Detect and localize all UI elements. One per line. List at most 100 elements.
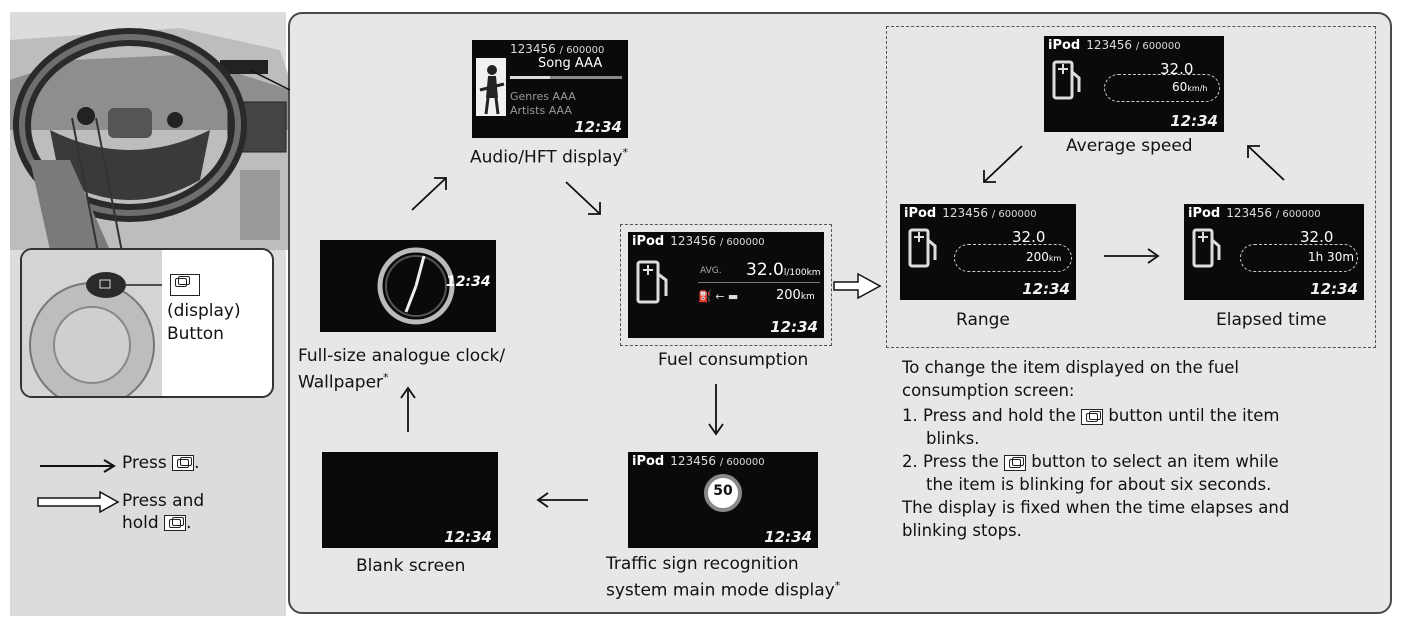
instructions-intro-1: To change the item displayed on the fuel: [902, 358, 1240, 377]
step1-text-a: 1. Press and hold the: [902, 406, 1076, 425]
fuel-pump-icon: [1192, 228, 1221, 268]
steering-switch-illustration: [22, 250, 162, 396]
step1-text-b: button until the item: [1108, 406, 1280, 425]
elapsed-time-label: Elapsed time: [1216, 310, 1327, 330]
dashboard-illustration: [10, 28, 290, 253]
source-name: iPod: [632, 234, 665, 249]
display-button-icon: [164, 515, 187, 531]
track-number: 123456: [670, 454, 717, 468]
footnote-marker: *: [834, 579, 841, 592]
button-label-line2: Button: [167, 324, 224, 344]
track-number: 123456: [670, 234, 717, 248]
range-value: 200: [1026, 250, 1049, 264]
legend-press-hold-label2: hold: [122, 513, 159, 533]
blink-highlight: [1104, 74, 1220, 102]
track-total: / 600000: [719, 457, 765, 468]
audio-hft-screen: 123456 / 600000 Song AAA Genres AAA Arti…: [472, 40, 628, 138]
track-number: 123456: [510, 42, 556, 56]
elapsed-value: 1h 30m: [1308, 250, 1355, 264]
traffic-sign-label-line1: Traffic sign recognition: [606, 554, 799, 574]
clock-time: 12:34: [1310, 280, 1358, 298]
blink-highlight: [954, 244, 1072, 272]
track-number: 123456: [942, 206, 989, 220]
guitarist-artwork: [476, 58, 506, 116]
clock-time: 12:34: [1022, 280, 1070, 298]
fuel-consumption-value: 32.0: [746, 260, 784, 280]
track-number: 123456: [1086, 38, 1133, 52]
display-button-icon: [172, 455, 195, 471]
track-total: / 600000: [559, 45, 605, 56]
source-name: iPod: [1188, 206, 1221, 221]
instructions-intro-2: consumption screen:: [902, 381, 1075, 400]
press-hold-arrow-icon: [37, 490, 120, 514]
range-unit: km: [800, 292, 815, 302]
traffic-sign-label-line2: system main mode display: [606, 580, 835, 601]
press-hold-flow-arrow: [833, 272, 882, 300]
display-button-icon: [1081, 408, 1104, 425]
fuel-pump-icon: [1052, 60, 1081, 100]
speed-limit-value: 50: [713, 483, 733, 499]
step2-text-a: 2. Press the: [902, 452, 999, 471]
fuel-pump-icon: [636, 260, 668, 304]
clock-time: 12:34: [444, 528, 492, 546]
legend-press-hold-label1: Press and: [122, 491, 205, 511]
traffic-sign-screen: iPod 123456 / 600000 50 12:34: [628, 452, 818, 548]
legend-press-label: Press: [122, 453, 167, 473]
track-total: / 600000: [991, 209, 1037, 220]
fuel-consumption-unit: l/100km: [783, 268, 821, 278]
instructions-outro-2: blinking stops.: [902, 521, 1022, 540]
step1-text-c: blinks.: [926, 429, 980, 448]
speed-limit-sign: [704, 474, 742, 512]
fuel-screen-frame: [620, 224, 832, 346]
blink-highlight: [1240, 244, 1358, 272]
range-car-icon: ⛽ ← ▬: [698, 290, 739, 303]
range-unit: km: [1048, 254, 1062, 263]
clock-time: 12:34: [770, 318, 818, 336]
range-screen: iPod 123456 / 600000 32.0 200km 12:34: [900, 204, 1076, 300]
button-label-line1: (display): [167, 301, 241, 321]
source-name: iPod: [904, 206, 937, 221]
display-button-icon: [1004, 454, 1026, 471]
clock-time: 12:34: [1170, 112, 1218, 130]
press-arrow-icon: [40, 459, 116, 473]
track-total: / 600000: [719, 237, 765, 248]
avg-label: AVG.: [700, 266, 722, 276]
genres-row: Genres AAA: [510, 90, 576, 103]
clock-time: 12:34: [764, 528, 812, 546]
fuel-consumption-value: 32.0: [1300, 228, 1334, 246]
source-name: iPod: [632, 454, 665, 469]
range-value: 200: [776, 288, 801, 303]
track-total: / 600000: [1275, 209, 1321, 220]
fuel-consumption-screen: iPod 123456 / 600000 AVG. 32.0l/100km ⛽ ←…: [628, 232, 824, 338]
button-closeup-box: (display) Button: [20, 248, 274, 398]
elapsed-time-screen: iPod 123456 / 600000 32.0 1h 30m 12:34: [1184, 204, 1364, 300]
blank-screen: 12:34: [322, 452, 498, 548]
speed-unit: km/h: [1187, 84, 1208, 93]
clock-time: 12:34: [446, 274, 491, 290]
source-name: iPod: [1048, 38, 1081, 53]
display-button-icon: [170, 274, 200, 296]
blank-screen-label: Blank screen: [356, 556, 466, 576]
fuel-consumption-label: Fuel consumption: [658, 350, 809, 370]
step2-text-b: button to select an item while: [1031, 452, 1279, 471]
range-label: Range: [956, 310, 1010, 330]
wallpaper-label: Wallpaper: [298, 372, 384, 393]
footnote-marker: *: [383, 371, 389, 384]
fuel-consumption-value: 32.0: [1160, 60, 1194, 78]
clock-time: 12:34: [574, 118, 622, 136]
analogue-clock-screen: 12:34: [320, 240, 496, 332]
fuel-consumption-value: 32.0: [1012, 228, 1046, 246]
fuel-pump-icon: [908, 228, 937, 268]
track-total: / 600000: [1135, 41, 1181, 52]
step2-text-c: the item is blinking for about six secon…: [926, 475, 1272, 494]
footnote-marker: *: [622, 146, 628, 159]
instructions-outro-1: The display is fixed when the time elaps…: [902, 498, 1290, 517]
song-title: Song AAA: [538, 56, 603, 71]
fuel-options-frame: [886, 26, 1376, 348]
track-number: 123456: [1226, 206, 1273, 220]
artists-row: Artists AAA: [510, 104, 572, 117]
audio-hft-label: Audio/HFT display: [470, 147, 623, 168]
average-speed-label: Average speed: [1066, 136, 1193, 156]
